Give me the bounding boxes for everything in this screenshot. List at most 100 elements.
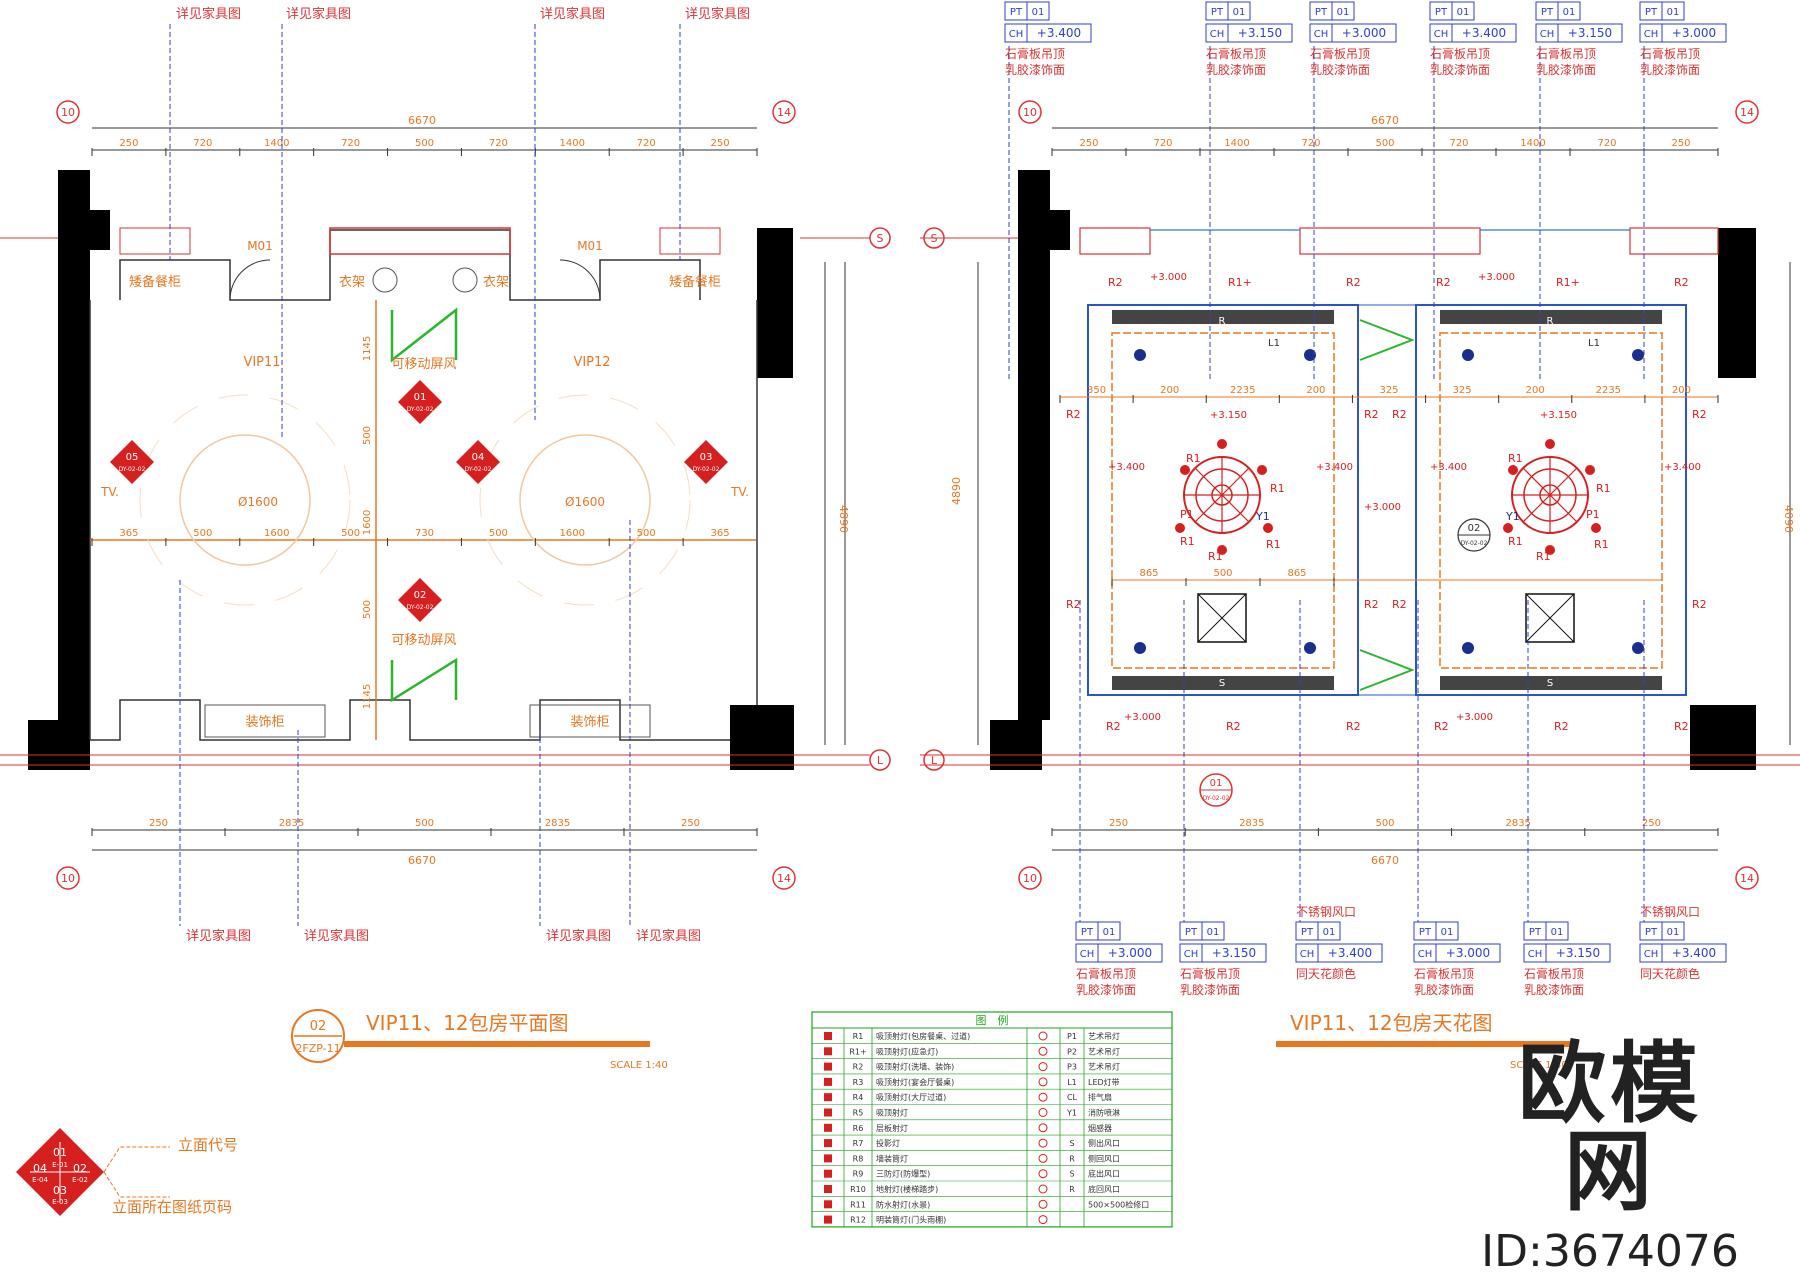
svg-text:01: 01 xyxy=(1667,927,1680,938)
plan-code-page: 2FZP-11 xyxy=(295,1042,340,1055)
svg-text:+3.150: +3.150 xyxy=(1540,410,1577,421)
ceiling-total-top: 6670 xyxy=(1371,114,1399,127)
svg-text:三防灯(防爆型): 三防灯(防爆型) xyxy=(876,1169,930,1179)
svg-text:R10: R10 xyxy=(850,1185,866,1194)
svg-text:吸顶射灯: 吸顶射灯 xyxy=(876,1108,908,1118)
legend-symbol-icon xyxy=(824,1062,832,1071)
svg-text:02: 02 xyxy=(1468,523,1481,534)
legend-symbol2-icon xyxy=(1038,1215,1048,1225)
svg-text:14: 14 xyxy=(1740,872,1754,885)
dim-label: 365 xyxy=(119,528,138,539)
svg-text:R8: R8 xyxy=(853,1154,864,1163)
ceiling-axis-14-bottom: 14 xyxy=(1735,866,1759,890)
column-bottom-right xyxy=(730,705,794,770)
legend-symbol-icon xyxy=(824,1123,832,1132)
legend-symbol2-icon xyxy=(1038,1184,1048,1194)
dim-label: 1145 xyxy=(362,336,373,361)
svg-text:S: S xyxy=(877,232,884,245)
furniture-note-6: 详见家具图 xyxy=(304,928,369,944)
svg-text:14: 14 xyxy=(777,872,791,885)
wall-left xyxy=(58,170,90,770)
ceiling-column-br xyxy=(1690,705,1756,770)
svg-text:14: 14 xyxy=(1740,106,1754,119)
legend-title: 图 例 xyxy=(976,1013,1009,1027)
svg-text:Y1: Y1 xyxy=(1255,510,1270,523)
legend-symbol-icon xyxy=(824,1139,832,1148)
legend-symbol-icon xyxy=(824,1215,832,1224)
svg-text:R1: R1 xyxy=(1596,482,1611,495)
dim-label: 325 xyxy=(1379,385,1398,396)
section-marker-01: 01 DY-02-02 xyxy=(1199,773,1233,807)
svg-text:03: 03 xyxy=(53,1184,67,1197)
svg-text:01: 01 xyxy=(1551,927,1564,938)
legend-symbol2-icon xyxy=(1038,1123,1048,1133)
svg-text:R9: R9 xyxy=(853,1170,864,1179)
movable-screen-top xyxy=(390,307,458,363)
ceiling-axis-s: S xyxy=(923,227,945,249)
svg-text:10: 10 xyxy=(61,872,75,885)
ceiling-window-2 xyxy=(1629,227,1719,255)
legend-symbol-icon xyxy=(824,1185,832,1193)
svg-text:LED灯带: LED灯带 xyxy=(1088,1077,1120,1087)
svg-text:01: 01 xyxy=(53,1146,67,1159)
dim-label: 720 xyxy=(489,138,508,149)
dim-label: 1600 xyxy=(560,528,585,539)
svg-text:石膏板吊顶: 石膏板吊顶 xyxy=(1005,46,1065,61)
dim-label: 2835 xyxy=(545,818,570,829)
legend-symbol-icon xyxy=(824,1047,832,1056)
svg-text:CH: CH xyxy=(1314,29,1329,40)
svg-text:R2: R2 xyxy=(1066,598,1081,611)
hanger-icon-right xyxy=(452,267,478,293)
svg-text:石膏板吊顶: 石膏板吊顶 xyxy=(1414,966,1474,981)
svg-text:+3.400: +3.400 xyxy=(1316,462,1353,473)
svg-text:DY-02-02: DY-02-02 xyxy=(407,406,434,413)
dim-label: 2235 xyxy=(1596,385,1621,396)
svg-text:R2: R2 xyxy=(1436,276,1451,289)
svg-text:S: S xyxy=(1069,1170,1074,1179)
access-panel-left xyxy=(1197,593,1247,643)
dim-label: 1600 xyxy=(362,510,373,535)
elevation-marker-01: 01 DY-02-02 xyxy=(398,380,442,424)
svg-text:01: 01 xyxy=(414,392,427,403)
legend-symbol-icon xyxy=(824,1077,832,1086)
svg-text:石膏板吊顶: 石膏板吊顶 xyxy=(1180,966,1240,981)
dim-label: 720 xyxy=(637,138,656,149)
svg-text:02: 02 xyxy=(73,1162,87,1175)
dim-label: 350 xyxy=(1087,385,1106,396)
svg-text:R1: R1 xyxy=(1270,482,1285,495)
tv-label-left: TV. xyxy=(100,485,119,499)
dim-label: 720 xyxy=(193,138,212,149)
svg-text:底出风口: 底出风口 xyxy=(1088,1169,1120,1179)
svg-text:侧出风口: 侧出风口 xyxy=(1088,1138,1120,1148)
window-frame-right xyxy=(659,227,721,255)
dim-label: 2235 xyxy=(1230,385,1255,396)
dim-label: 200 xyxy=(1160,385,1179,396)
svg-text:01: 01 xyxy=(1103,927,1116,938)
dim-label: 1145 xyxy=(362,684,373,709)
plan-scale: SCALE 1:40 xyxy=(610,1060,668,1071)
dim-label: 730 xyxy=(415,528,434,539)
dim-side-total: 4890 xyxy=(837,505,850,533)
svg-text:+3.400: +3.400 xyxy=(1672,946,1716,960)
ceiling-misc-labels: L1 L1 R R S S xyxy=(1219,316,1600,689)
svg-text:艺术吊灯: 艺术吊灯 xyxy=(1088,1031,1120,1041)
table-left-outer xyxy=(139,394,351,606)
svg-text:不锈钢风口: 不锈钢风口 xyxy=(1640,905,1700,919)
svg-text:DY-02-02: DY-02-02 xyxy=(1203,795,1230,802)
svg-text:投影灯: 投影灯 xyxy=(876,1138,900,1148)
svg-text:R2: R2 xyxy=(1364,408,1379,421)
axis-bubble-14-bottom: 14 xyxy=(772,866,796,890)
dim-label: 365 xyxy=(711,528,730,539)
svg-text:E-04: E-04 xyxy=(32,1176,48,1184)
legend-symbol2-icon xyxy=(1038,1062,1048,1072)
furniture-note-4: 详见家具图 xyxy=(685,6,750,22)
svg-text:+3.400: +3.400 xyxy=(1037,26,1081,40)
ceiling-vent-bottom-left xyxy=(1112,676,1334,690)
